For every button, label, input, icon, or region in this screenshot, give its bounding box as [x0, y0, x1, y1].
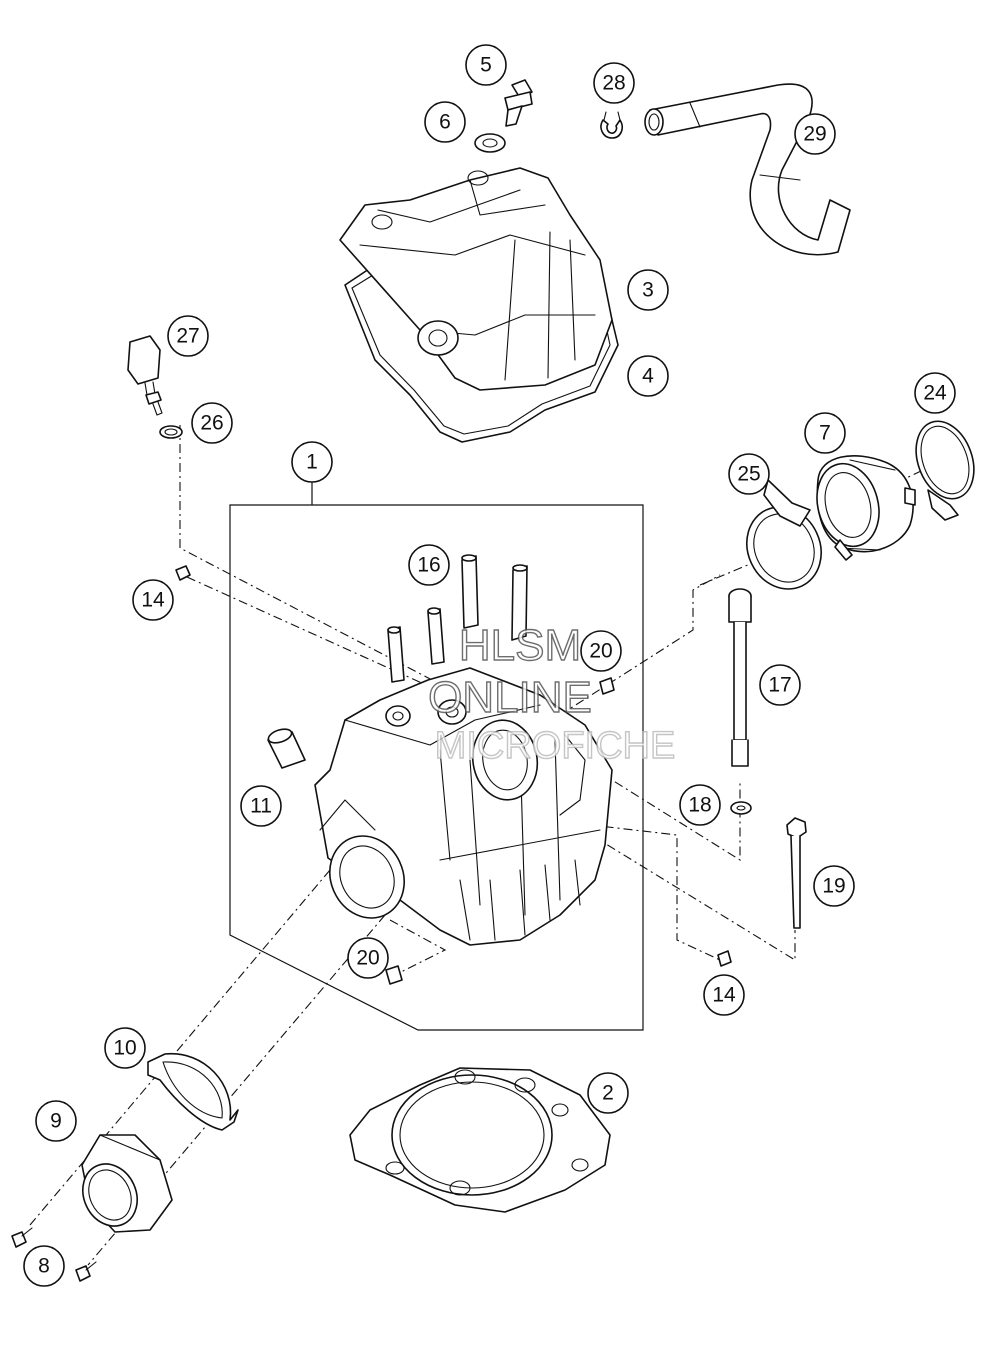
watermark-line-2: ONLINE: [428, 673, 592, 722]
callout-5[interactable]: 5: [465, 44, 507, 86]
breather-hose: [644, 83, 851, 256]
hose-clip: [600, 111, 623, 139]
callout-11-label: 11: [250, 795, 272, 818]
callout-16-label: 16: [417, 554, 440, 577]
callout-25-label: 25: [737, 463, 760, 486]
watermark: HLSM ONLINE MICROFICHE: [427, 620, 676, 767]
callout-17[interactable]: 17: [759, 664, 801, 706]
watermark-line-3: MICROFICHE: [435, 725, 676, 767]
head-bolt: [786, 817, 807, 929]
callout-1[interactable]: 1: [291, 441, 333, 483]
cylinder-head: [314, 667, 613, 946]
callout-1-label: 1: [306, 451, 318, 474]
bolt-washer: [730, 801, 752, 815]
dowel-sleeve: [267, 728, 306, 769]
valve-cover: [339, 167, 613, 391]
callout-20-lower[interactable]: 20: [347, 937, 389, 979]
callout-2-label: 2: [602, 1082, 614, 1105]
head-gasket: [349, 1067, 611, 1213]
callout-14-upper[interactable]: 14: [132, 579, 174, 621]
callout-14-lower-label: 14: [712, 984, 736, 1007]
callout-10[interactable]: 10: [104, 1027, 146, 1069]
callout-17-label: 17: [768, 674, 791, 697]
callout-8-label: 8: [38, 1255, 50, 1278]
callout-14-upper-label: 14: [141, 589, 165, 612]
callout-27[interactable]: 27: [167, 315, 209, 357]
callout-24[interactable]: 24: [914, 372, 956, 414]
callout-8[interactable]: 8: [23, 1245, 65, 1287]
assembly-frame: [229, 476, 644, 1031]
leader-lines: [29, 425, 956, 1266]
callout-26[interactable]: 26: [191, 402, 233, 444]
callout-6-label: 6: [439, 111, 451, 134]
callout-11[interactable]: 11: [240, 785, 282, 827]
throttle-clamp-large: [915, 420, 975, 521]
callout-7[interactable]: 7: [804, 412, 846, 454]
callout-10-label: 10: [113, 1037, 136, 1060]
callout-28[interactable]: 28: [593, 62, 635, 104]
callout-3[interactable]: 3: [627, 269, 669, 311]
callout-18-label: 18: [688, 794, 711, 817]
sensor-o-ring: [159, 425, 183, 439]
callout-20-upper-label: 20: [589, 640, 612, 663]
watermark-line-1: HLSM: [459, 621, 581, 670]
callout-29[interactable]: 29: [794, 113, 836, 155]
intake-manifold: [81, 1134, 173, 1233]
callout-28-label: 28: [602, 72, 625, 95]
callout-20-upper[interactable]: 20: [580, 630, 622, 672]
callout-4-label: 4: [642, 365, 654, 388]
hose-clamp: [746, 479, 822, 590]
plug-20-upper: [599, 677, 615, 695]
plug-20-lower: [385, 965, 403, 985]
callout-4[interactable]: 4: [627, 355, 669, 397]
callout-26-label: 26: [200, 412, 223, 435]
banjo-bolt: [504, 79, 533, 127]
manifold-bolt-1: [11, 1227, 33, 1248]
callout-27-label: 27: [176, 325, 199, 348]
callout-6[interactable]: 6: [424, 101, 466, 143]
manifold-bolt-2: [75, 1261, 97, 1282]
callout-24-label: 24: [923, 382, 947, 405]
intake-flange: [816, 455, 916, 561]
callout-18[interactable]: 18: [679, 784, 721, 826]
callout-7-label: 7: [819, 422, 831, 445]
intake-gasket: [147, 1052, 239, 1131]
callout-25[interactable]: 25: [728, 453, 770, 495]
long-bolt: [728, 588, 752, 767]
callout-5-label: 5: [480, 54, 492, 77]
callout-3-label: 3: [642, 279, 654, 302]
callout-9-label: 9: [50, 1110, 62, 1133]
sealing-washer: [474, 133, 506, 153]
plug-lower: [717, 950, 732, 967]
callout-16[interactable]: 16: [408, 544, 450, 586]
callout-19[interactable]: 19: [813, 865, 855, 907]
callout-9[interactable]: 9: [35, 1100, 77, 1142]
callout-2[interactable]: 2: [587, 1072, 629, 1114]
callout-29-label: 29: [803, 123, 826, 146]
callout-20-lower-label: 20: [356, 947, 379, 970]
valve-guides: [387, 554, 528, 683]
temperature-sensor: [127, 335, 163, 416]
plug-upper: [175, 565, 191, 581]
callout-19-label: 19: [822, 875, 845, 898]
callout-14-lower[interactable]: 14: [703, 974, 745, 1016]
